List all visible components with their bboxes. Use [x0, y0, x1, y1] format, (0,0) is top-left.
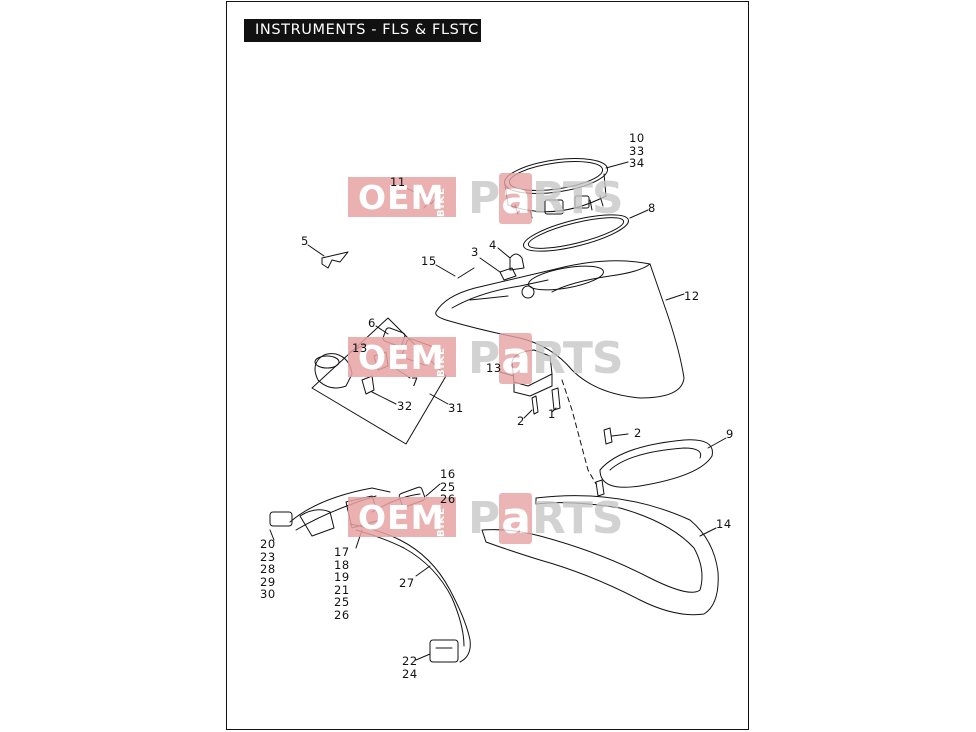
callout-harness-connector: 22 24: [402, 654, 418, 681]
callout-harness-center: 17 18 19 21 25 26: [334, 545, 350, 622]
part-wire-15: [435, 264, 475, 279]
callout-screw-2b: 2: [634, 426, 642, 440]
callout-harness-left: 20 23 28 29 30: [260, 537, 276, 601]
callout-gauge: 10 33 34: [629, 131, 645, 170]
callout-bezel: 9: [726, 427, 734, 441]
callout-wire: 15: [421, 254, 437, 268]
trim-strip-14: [481, 495, 719, 616]
callout-screw-1: 1: [548, 407, 556, 421]
callout-bracket: 5: [301, 234, 309, 248]
part-bulb-4: [497, 247, 525, 271]
callout-switch-part-7: 7: [411, 375, 419, 389]
callout-gasket: 8: [648, 201, 656, 215]
callout-trim: 14: [716, 517, 732, 531]
callout-socket: 3: [471, 245, 479, 259]
callout-screw-2a: 2: [517, 414, 525, 428]
part-screws: [523, 379, 629, 497]
callout-switch-part-13: 13: [352, 341, 368, 355]
callout-switch-part-6: 6: [368, 316, 376, 330]
callout-switch-part-32: 32: [397, 399, 413, 413]
callout-console: 12: [684, 289, 700, 303]
part-bracket-5: [307, 244, 349, 269]
callout-harness-right: 16 25 26: [440, 467, 456, 506]
callout-switch-part-31: 31: [448, 401, 464, 415]
console-housing: [435, 260, 685, 399]
callout-screw: 11: [390, 175, 406, 189]
bezel-9: [599, 437, 727, 488]
callout-harness-cable: 27: [399, 576, 415, 590]
gauge-gasket: [523, 209, 649, 252]
part-socket-3: [479, 257, 517, 281]
callout-center-socket: 13: [486, 361, 502, 375]
callout-bulb: 4: [489, 238, 497, 252]
diagram-sheet: [226, 1, 749, 730]
page-title: INSTRUMENTS - FLS & FLSTC: [244, 19, 481, 42]
